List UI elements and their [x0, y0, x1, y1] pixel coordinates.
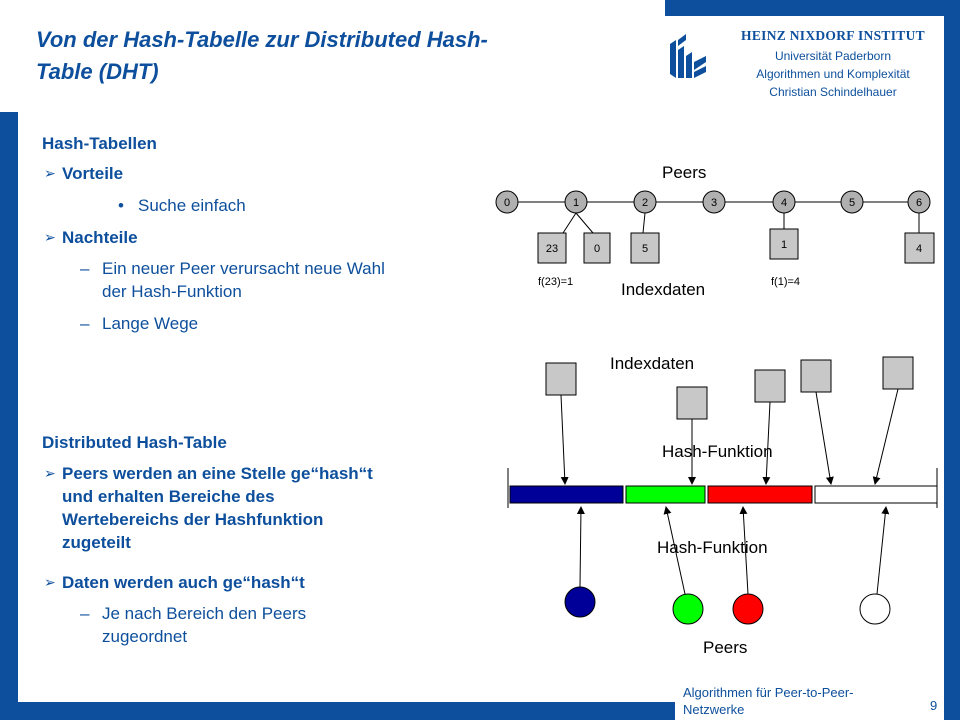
- slide-title: Von der Hash-Tabelle zur Distributed Has…: [36, 27, 488, 84]
- index-box-23: 23: [537, 232, 567, 264]
- dash-bullet: –: [80, 604, 90, 623]
- index-data-box-1: [545, 362, 577, 396]
- diagram2-index-label: Indexdaten: [610, 354, 695, 373]
- nachteile-item-1-line-2: der Hash-Funktion: [102, 282, 242, 301]
- peer-node-4: 4: [772, 190, 796, 214]
- institute-university: Universität Paderborn: [774, 49, 892, 63]
- peer-node-0: 0: [495, 190, 519, 214]
- hash-example-f23: f(23)=1: [538, 276, 574, 288]
- index-data-box-2: [676, 386, 708, 420]
- heading-distributed-hash-table: Distributed Hash-Table: [42, 433, 227, 452]
- svg-text:5: 5: [849, 197, 855, 209]
- dht-point-2-item-line-2: zugeordnet: [102, 627, 188, 646]
- top-frame-bar: [665, 0, 960, 16]
- dht-point-1-line-2: und erhalten Bereiche des: [62, 487, 275, 506]
- arrow-bullet-icon: ➢: [44, 574, 56, 590]
- label-vorteile: Vorteile: [62, 164, 124, 183]
- hash-function-label-top: Hash-Funktion: [662, 442, 773, 461]
- peer-node-5: 5: [840, 190, 864, 214]
- hash-range-segment-2: [625, 485, 706, 504]
- svg-text:2: 2: [642, 197, 648, 209]
- institute-group: Algorithmen und Komplexität: [756, 67, 910, 81]
- arrow-bullet-icon: ➢: [44, 465, 56, 481]
- index-box-0: 0: [583, 232, 611, 264]
- diagram1-peers-label: Peers: [662, 163, 707, 182]
- dht-point-1-line-4: zugeteilt: [62, 533, 131, 552]
- svg-text:1: 1: [781, 239, 787, 251]
- hash-function-label-bottom: Hash-Funktion: [657, 538, 768, 557]
- index-box-4: 4: [904, 232, 935, 264]
- institute-author: Christian Schindelhauer: [769, 85, 897, 99]
- peer-node-green: [672, 593, 704, 625]
- institute-name: HEINZ NIXDORF INSTITUT: [741, 28, 925, 43]
- svg-text:0: 0: [504, 197, 510, 209]
- dash-bullet: –: [80, 259, 90, 278]
- university-logo: [670, 34, 706, 78]
- vorteile-item: Suche einfach: [138, 196, 246, 215]
- page-number: 9: [930, 698, 938, 713]
- diagram1-index-label: Indexdaten: [621, 280, 706, 299]
- hash-range-segment-3: [707, 485, 813, 504]
- diagram2-peers-label: Peers: [703, 638, 748, 657]
- peer-node-white: [859, 593, 891, 625]
- svg-text:4: 4: [916, 243, 922, 255]
- heading-hash-tabellen: Hash-Tabellen: [42, 134, 157, 153]
- peer-node-red: [732, 593, 764, 625]
- index-data-box-4: [800, 359, 832, 393]
- bullet-dot-icon: •: [118, 196, 124, 215]
- arrow-bullet-icon: ➢: [44, 165, 56, 181]
- arrow-bullet-icon: ➢: [44, 229, 56, 245]
- svg-text:4: 4: [781, 197, 787, 209]
- svg-text:3: 3: [711, 197, 717, 209]
- peer-node-1: 1: [564, 190, 588, 214]
- index-data-box-5: [882, 356, 914, 390]
- svg-text:5: 5: [642, 243, 648, 255]
- bottom-frame-bar: [0, 702, 675, 720]
- svg-text:0: 0: [594, 243, 600, 255]
- svg-text:1: 1: [573, 197, 579, 209]
- peer-node-6: 6: [907, 190, 931, 214]
- peer-node-2: 2: [633, 190, 657, 214]
- peer-node-3: 3: [702, 190, 726, 214]
- right-frame-bar: [944, 0, 960, 720]
- dht-point-1-line-1: Peers werden an eine Stelle ge“hash“t: [62, 464, 373, 483]
- dht-point-1-line-3: Wertebereichs der Hashfunktion: [62, 510, 324, 529]
- svg-text:6: 6: [916, 197, 922, 209]
- hash-range-segment-4: [814, 485, 938, 504]
- left-frame-bar: [0, 112, 18, 706]
- index-box-5: 5: [630, 232, 660, 264]
- svg-text:23: 23: [546, 243, 558, 255]
- hash-mapping-diagram: [507, 356, 938, 625]
- nachteile-item-2: Lange Wege: [102, 314, 199, 333]
- peer-node-blue: [564, 586, 596, 618]
- footer-course-title: Algorithmen für Peer-to-Peer-Netzwerke: [683, 685, 854, 717]
- index-data-box-3: [754, 369, 786, 403]
- dash-bullet: –: [80, 314, 90, 333]
- label-nachteile: Nachteile: [62, 228, 138, 247]
- index-box-1: 1: [769, 228, 799, 260]
- hash-example-f1: f(1)=4: [771, 276, 801, 288]
- dht-point-2: Daten werden auch ge“hash“t: [62, 573, 305, 592]
- dht-point-2-item-line-1: Je nach Bereich den Peers: [102, 604, 307, 623]
- nachteile-item-1-line-1: Ein neuer Peer verursacht neue Wahl: [102, 259, 385, 278]
- hash-range-segment-1: [509, 485, 624, 504]
